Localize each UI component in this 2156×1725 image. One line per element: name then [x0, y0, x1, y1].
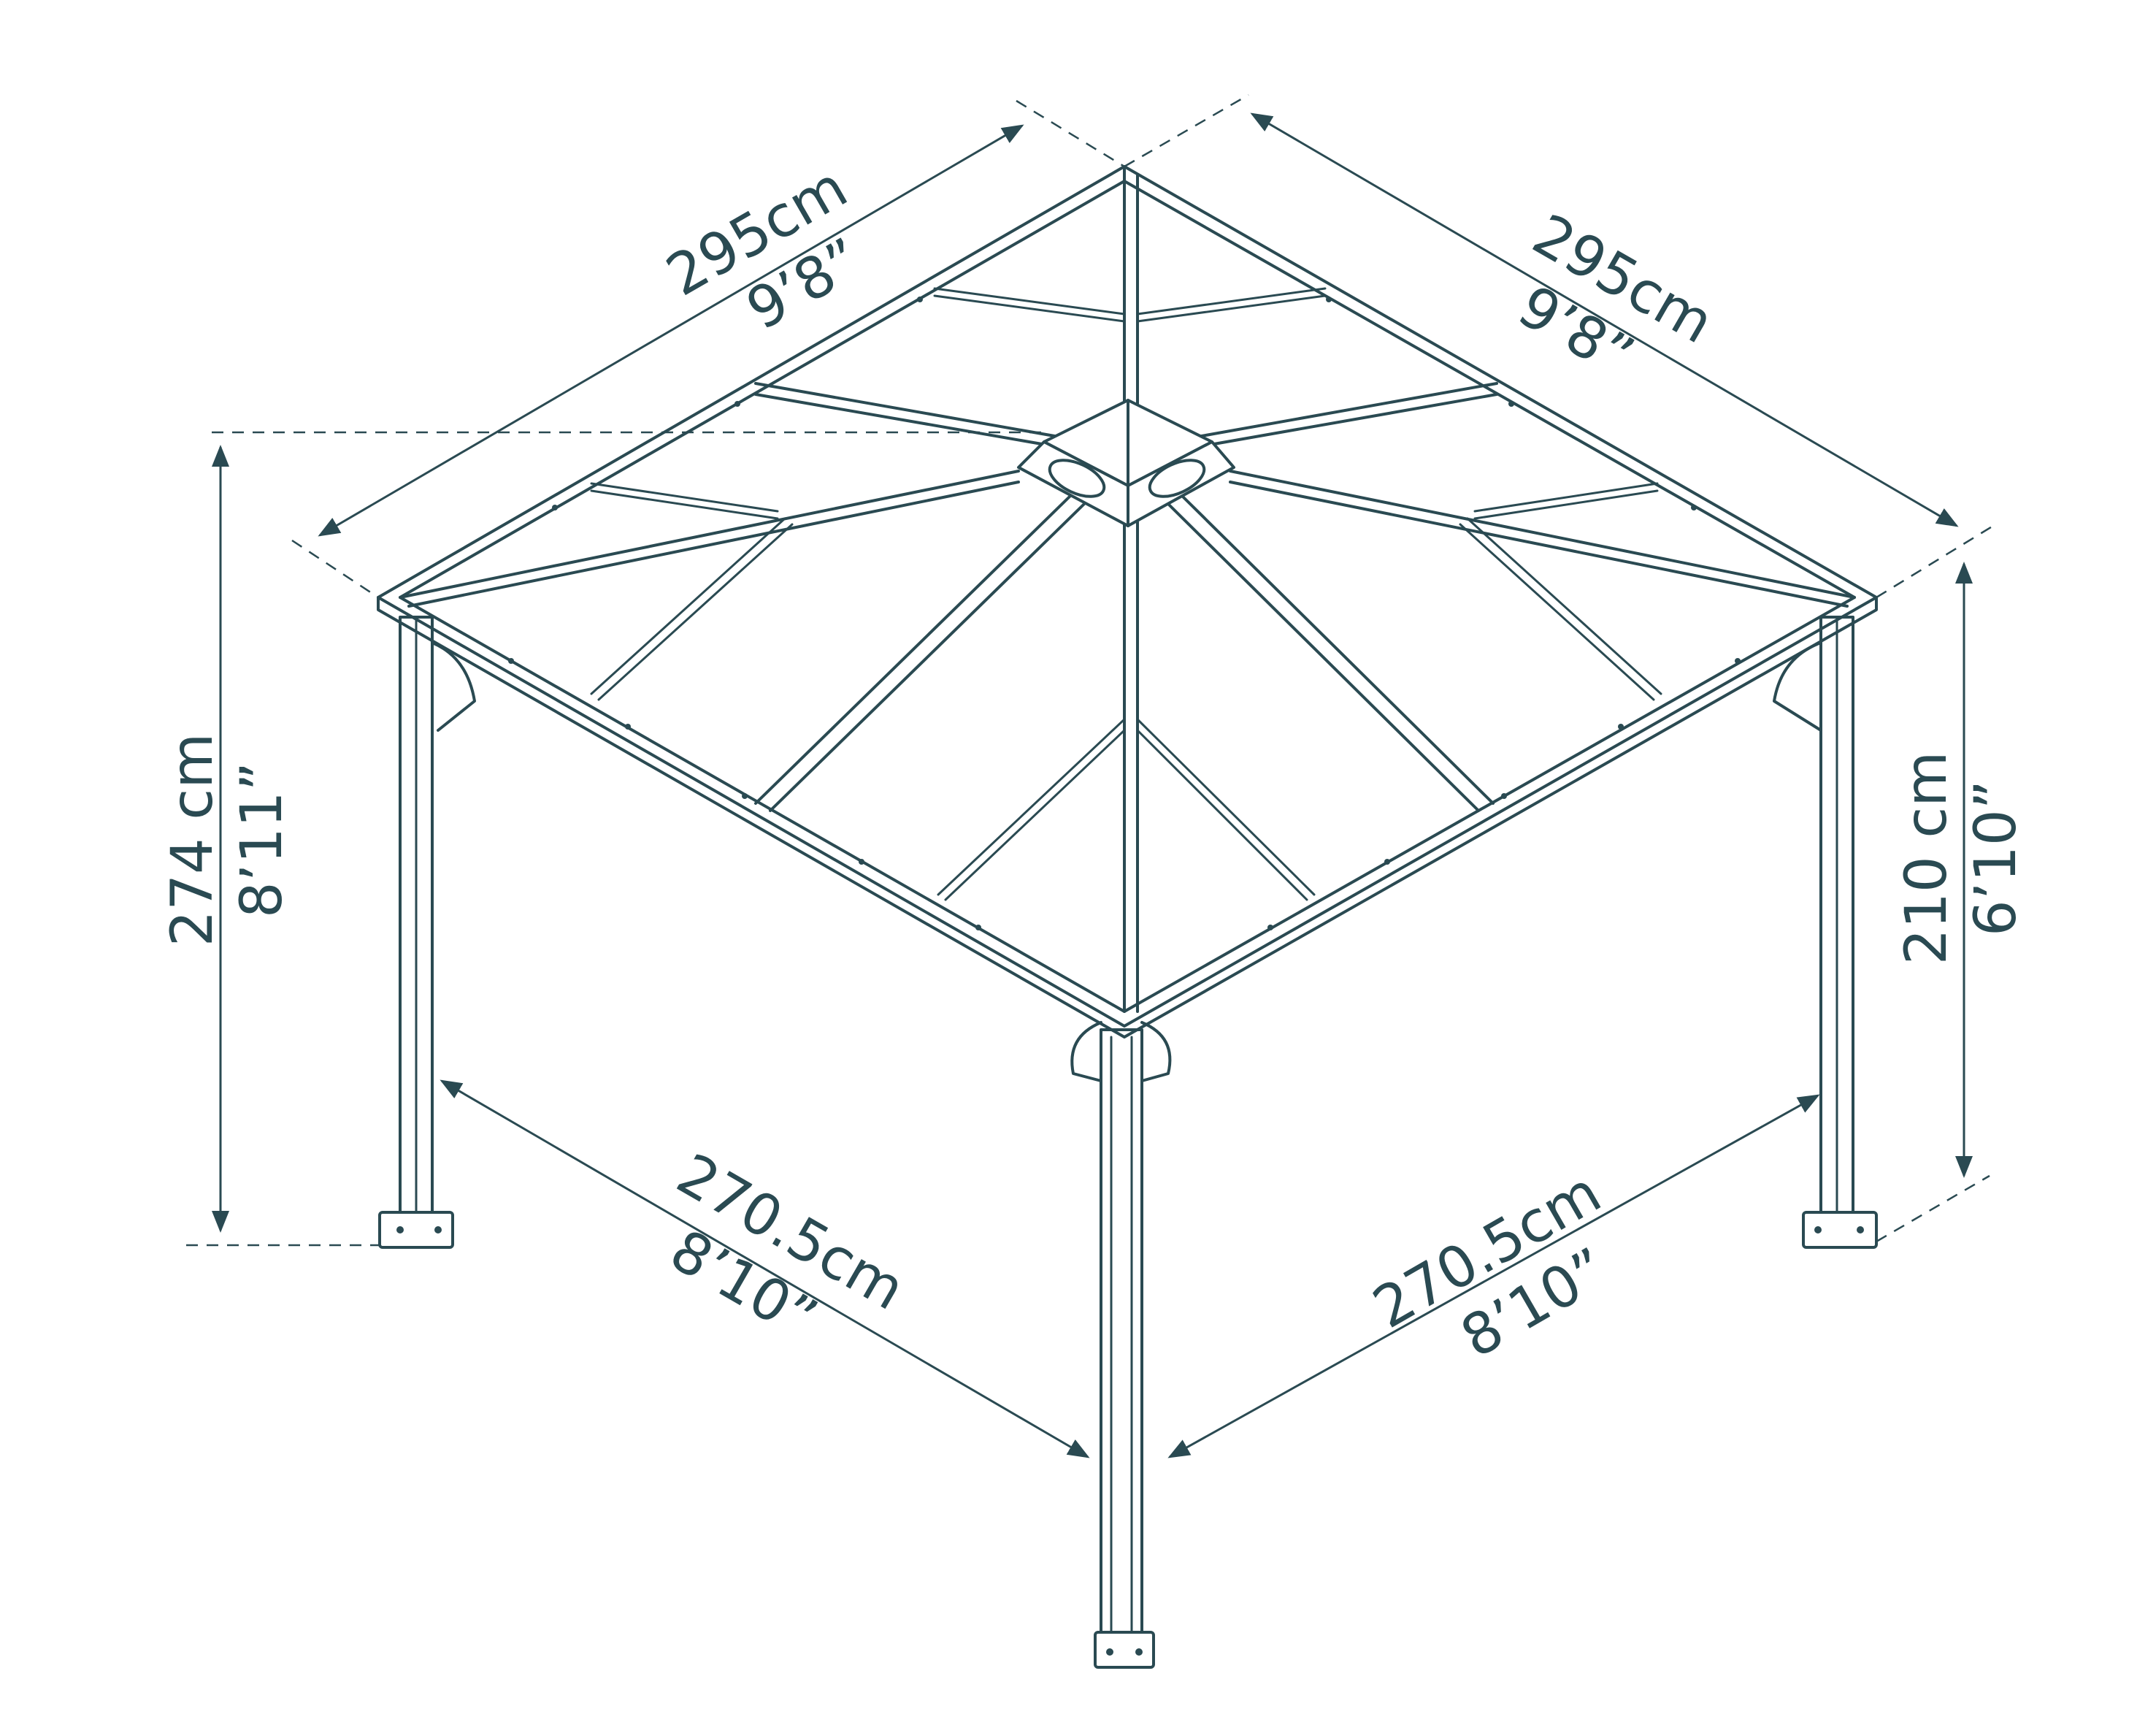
label-eave-height-metric: 210 cm: [1894, 751, 1960, 965]
dim-arrow-roof-left: [318, 124, 1024, 537]
post-right: [1773, 616, 1878, 1249]
label-total-height-imperial: 8’11”: [229, 762, 295, 918]
post-left: [378, 616, 476, 1249]
dimension-arrows: [212, 112, 1973, 1458]
gazebo-structure: [377, 165, 1878, 1669]
apex-hub: [1017, 399, 1235, 527]
post-front: [1070, 1021, 1172, 1669]
extension-lines: [186, 93, 1994, 1247]
label-eave-height-imperial: 6’10”: [1963, 780, 2029, 936]
label-total-height-metric: 274 cm: [160, 733, 226, 947]
dim-arrow-roof-right: [1250, 112, 1959, 527]
dim-arrow-base-right: [1167, 1094, 1820, 1458]
dim-arrow-base-left: [440, 1079, 1090, 1458]
